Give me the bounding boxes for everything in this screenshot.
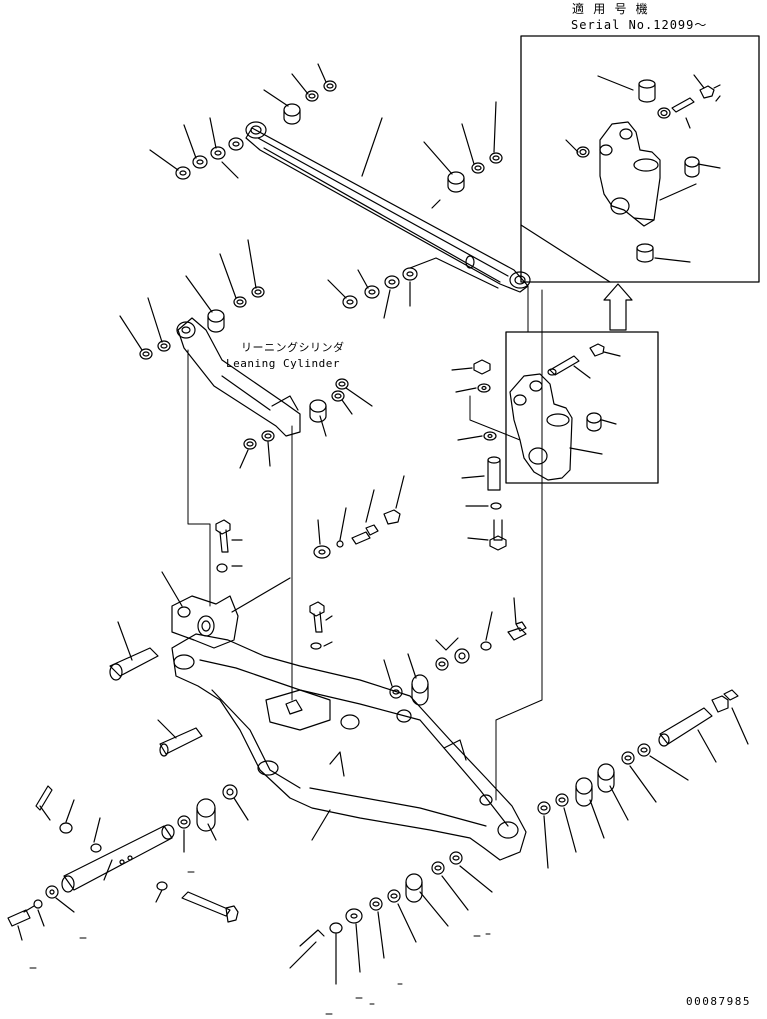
- serial-variant-inset: [520, 35, 760, 283]
- leaning-cylinder-label-jp: リーニングシリンダ: [241, 341, 345, 354]
- leaning-cylinder: [176, 317, 301, 437]
- frame-left-stack: [177, 784, 249, 853]
- bottom-left-pin-assembly: [7, 785, 239, 941]
- detail-grease-fitting: [589, 343, 605, 357]
- frame-top-bracket: [161, 571, 291, 649]
- applicable-model-label: 適 用 号 機: [572, 2, 649, 16]
- serial-number-label: Serial No.12099～: [571, 18, 708, 32]
- main-frame: [171, 633, 527, 861]
- inset-bushing-top: [638, 79, 656, 103]
- detail-pin: [547, 355, 580, 376]
- bracket-detail-box: [505, 331, 659, 484]
- drawing-number: 00087985: [686, 995, 751, 1008]
- cylinder-right-spacers: [309, 378, 373, 437]
- cylinder-lower-washers: [239, 430, 275, 469]
- detail-bracket-body: [509, 373, 573, 481]
- cylinder-top-spacers: [185, 239, 265, 333]
- bar-hole: [465, 255, 475, 269]
- inset-grease-fitting: [699, 84, 721, 99]
- assembly-guide-lines: [187, 285, 543, 801]
- inset-seal-ring: [657, 107, 671, 119]
- top-washer-stack: [263, 63, 337, 125]
- leaning-cylinder-label-en: Leaning Cylinder: [226, 357, 340, 370]
- cylinder-left-washers: [119, 297, 171, 360]
- top-left-washer-stack: [149, 117, 244, 180]
- inset-bushing-bottom: [636, 243, 654, 263]
- arrow-to-inset: [603, 283, 633, 331]
- inset-pin: [671, 97, 695, 113]
- detail-left-hardware: [451, 359, 507, 551]
- upper-link-bar: [245, 117, 531, 293]
- frame-pins: [109, 621, 331, 841]
- inset-bushing-right: [684, 156, 700, 178]
- middle-fittings: [313, 475, 405, 559]
- detail-bushing: [586, 412, 602, 432]
- inset-bracket-body: [599, 121, 661, 227]
- inset-seal-ring-left: [576, 146, 590, 158]
- center-bolt: [309, 601, 333, 650]
- bar-right-spacer-stack: [423, 101, 503, 193]
- upper-bolt: [215, 519, 243, 573]
- reference-tick-marks: [29, 871, 491, 1015]
- right-middle-stack: [383, 597, 527, 706]
- bar-lower-washer-stack: [327, 257, 499, 319]
- right-lower-stack: [537, 689, 749, 869]
- bottom-center-stack: [289, 851, 493, 985]
